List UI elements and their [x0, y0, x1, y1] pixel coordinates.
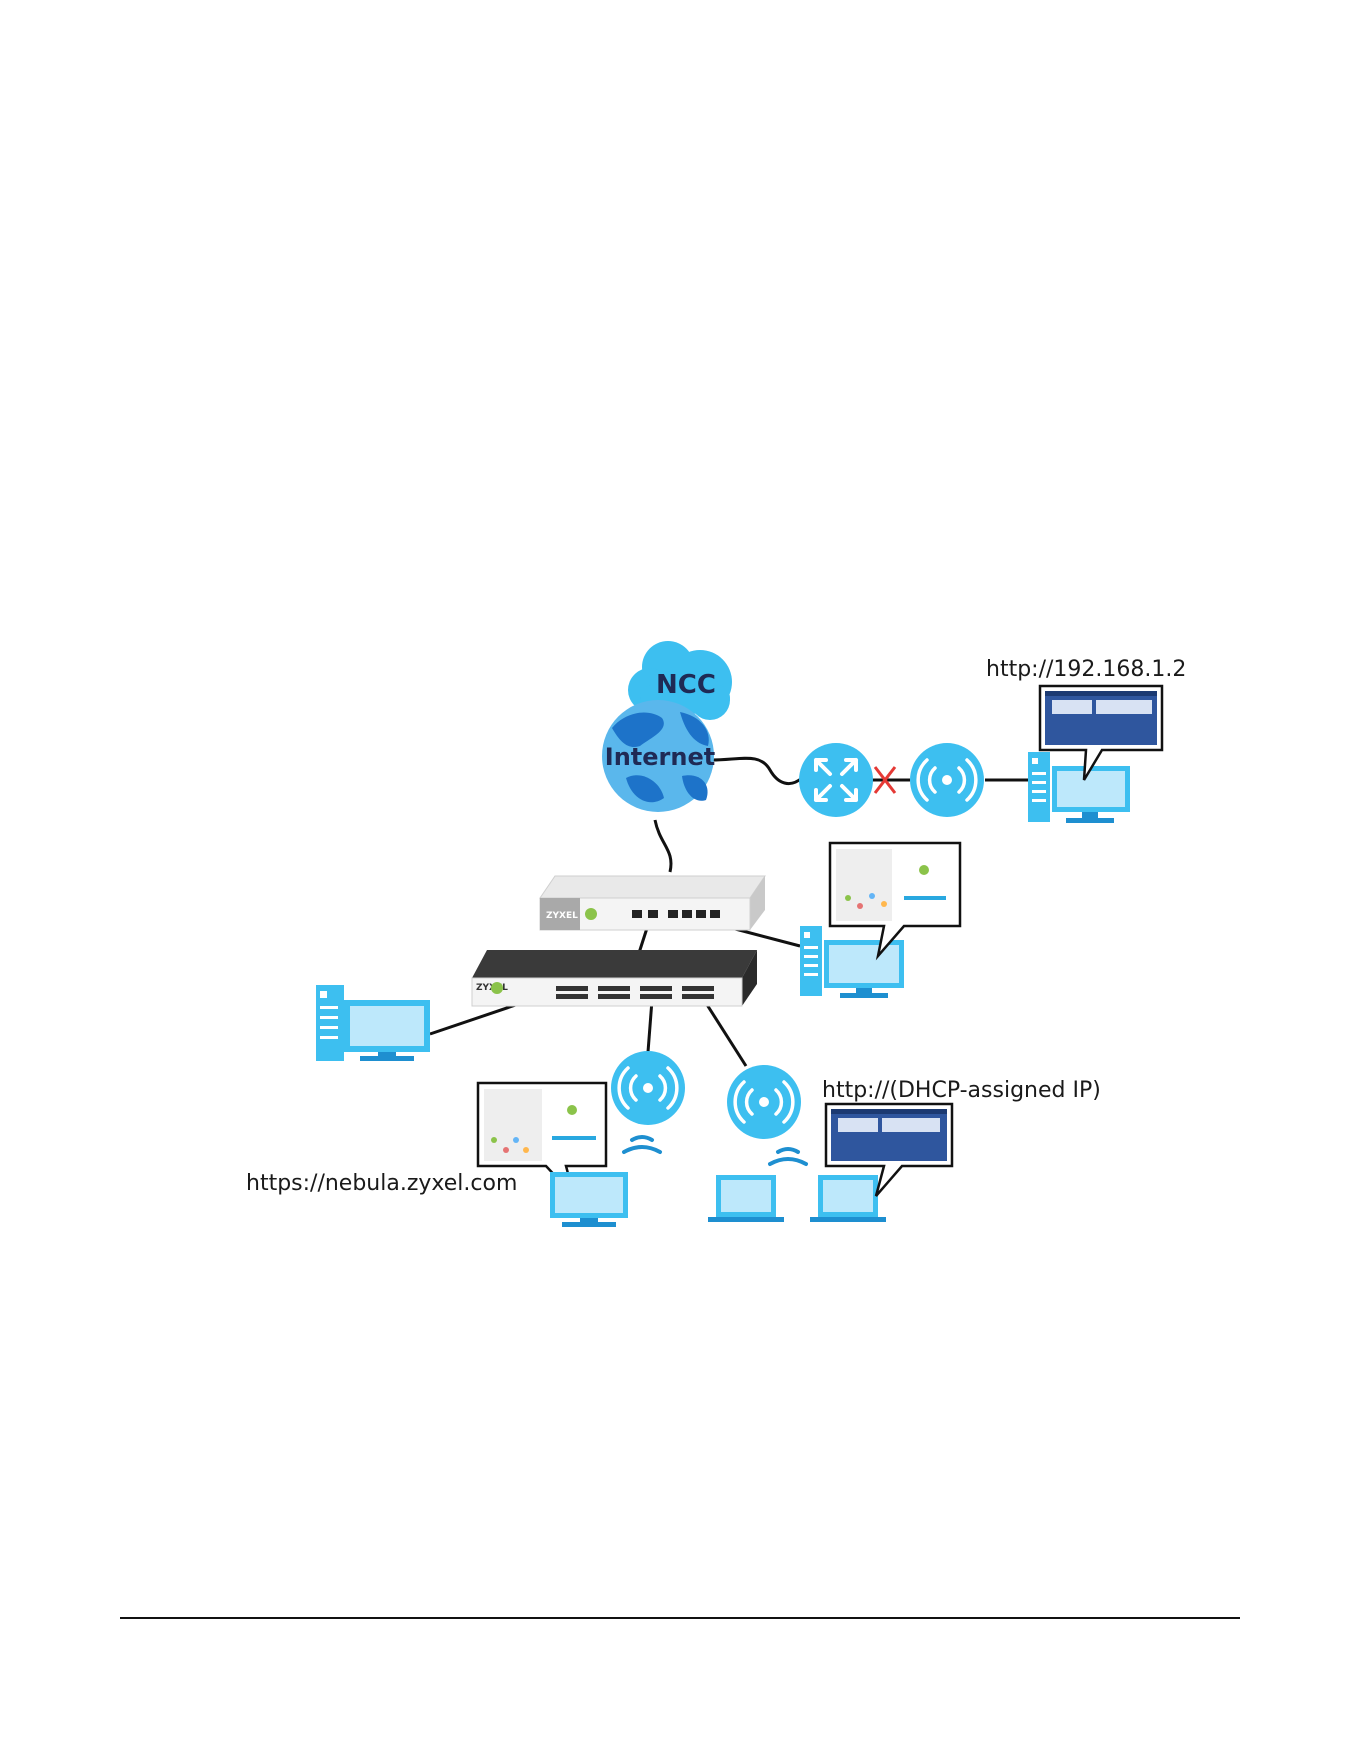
access-point-icon: [727, 1065, 801, 1139]
router-icon: [799, 743, 873, 817]
switch-brand-label: ZYXEL: [546, 911, 578, 921]
ncc-label: NCC: [656, 670, 716, 700]
web-config-screenshot: [1040, 686, 1162, 780]
desktop-pc-icon: [316, 985, 430, 1061]
wifi-signal-icon: [624, 1137, 660, 1152]
cable-internet-switch: [655, 820, 671, 872]
access-point-icon: [910, 743, 984, 817]
nebula-url: https://nebula.zyxel.com: [246, 1171, 517, 1196]
internet-label: Internet: [605, 743, 715, 771]
wifi-signal-icon: [770, 1149, 806, 1164]
cable-switch-ap1: [648, 1000, 652, 1052]
local-ip-url: http://192.168.1.2: [986, 657, 1186, 682]
laptop-icon: [708, 1175, 784, 1222]
nebula-portal-screenshot: [830, 843, 960, 956]
monitor-icon: [550, 1172, 628, 1227]
desktop-pc-icon: [1028, 752, 1130, 823]
nebula-switch-large: ZYXEL: [472, 950, 757, 1006]
cable-switch-ap2: [704, 1000, 746, 1066]
laptop-icon: [810, 1175, 886, 1222]
dhcp-ip-url: http://(DHCP-assigned IP): [822, 1078, 1101, 1103]
access-point-icon: [611, 1051, 685, 1125]
nebula-switch-small: ZYXEL: [540, 876, 765, 930]
cable-internet-router: [712, 758, 802, 783]
